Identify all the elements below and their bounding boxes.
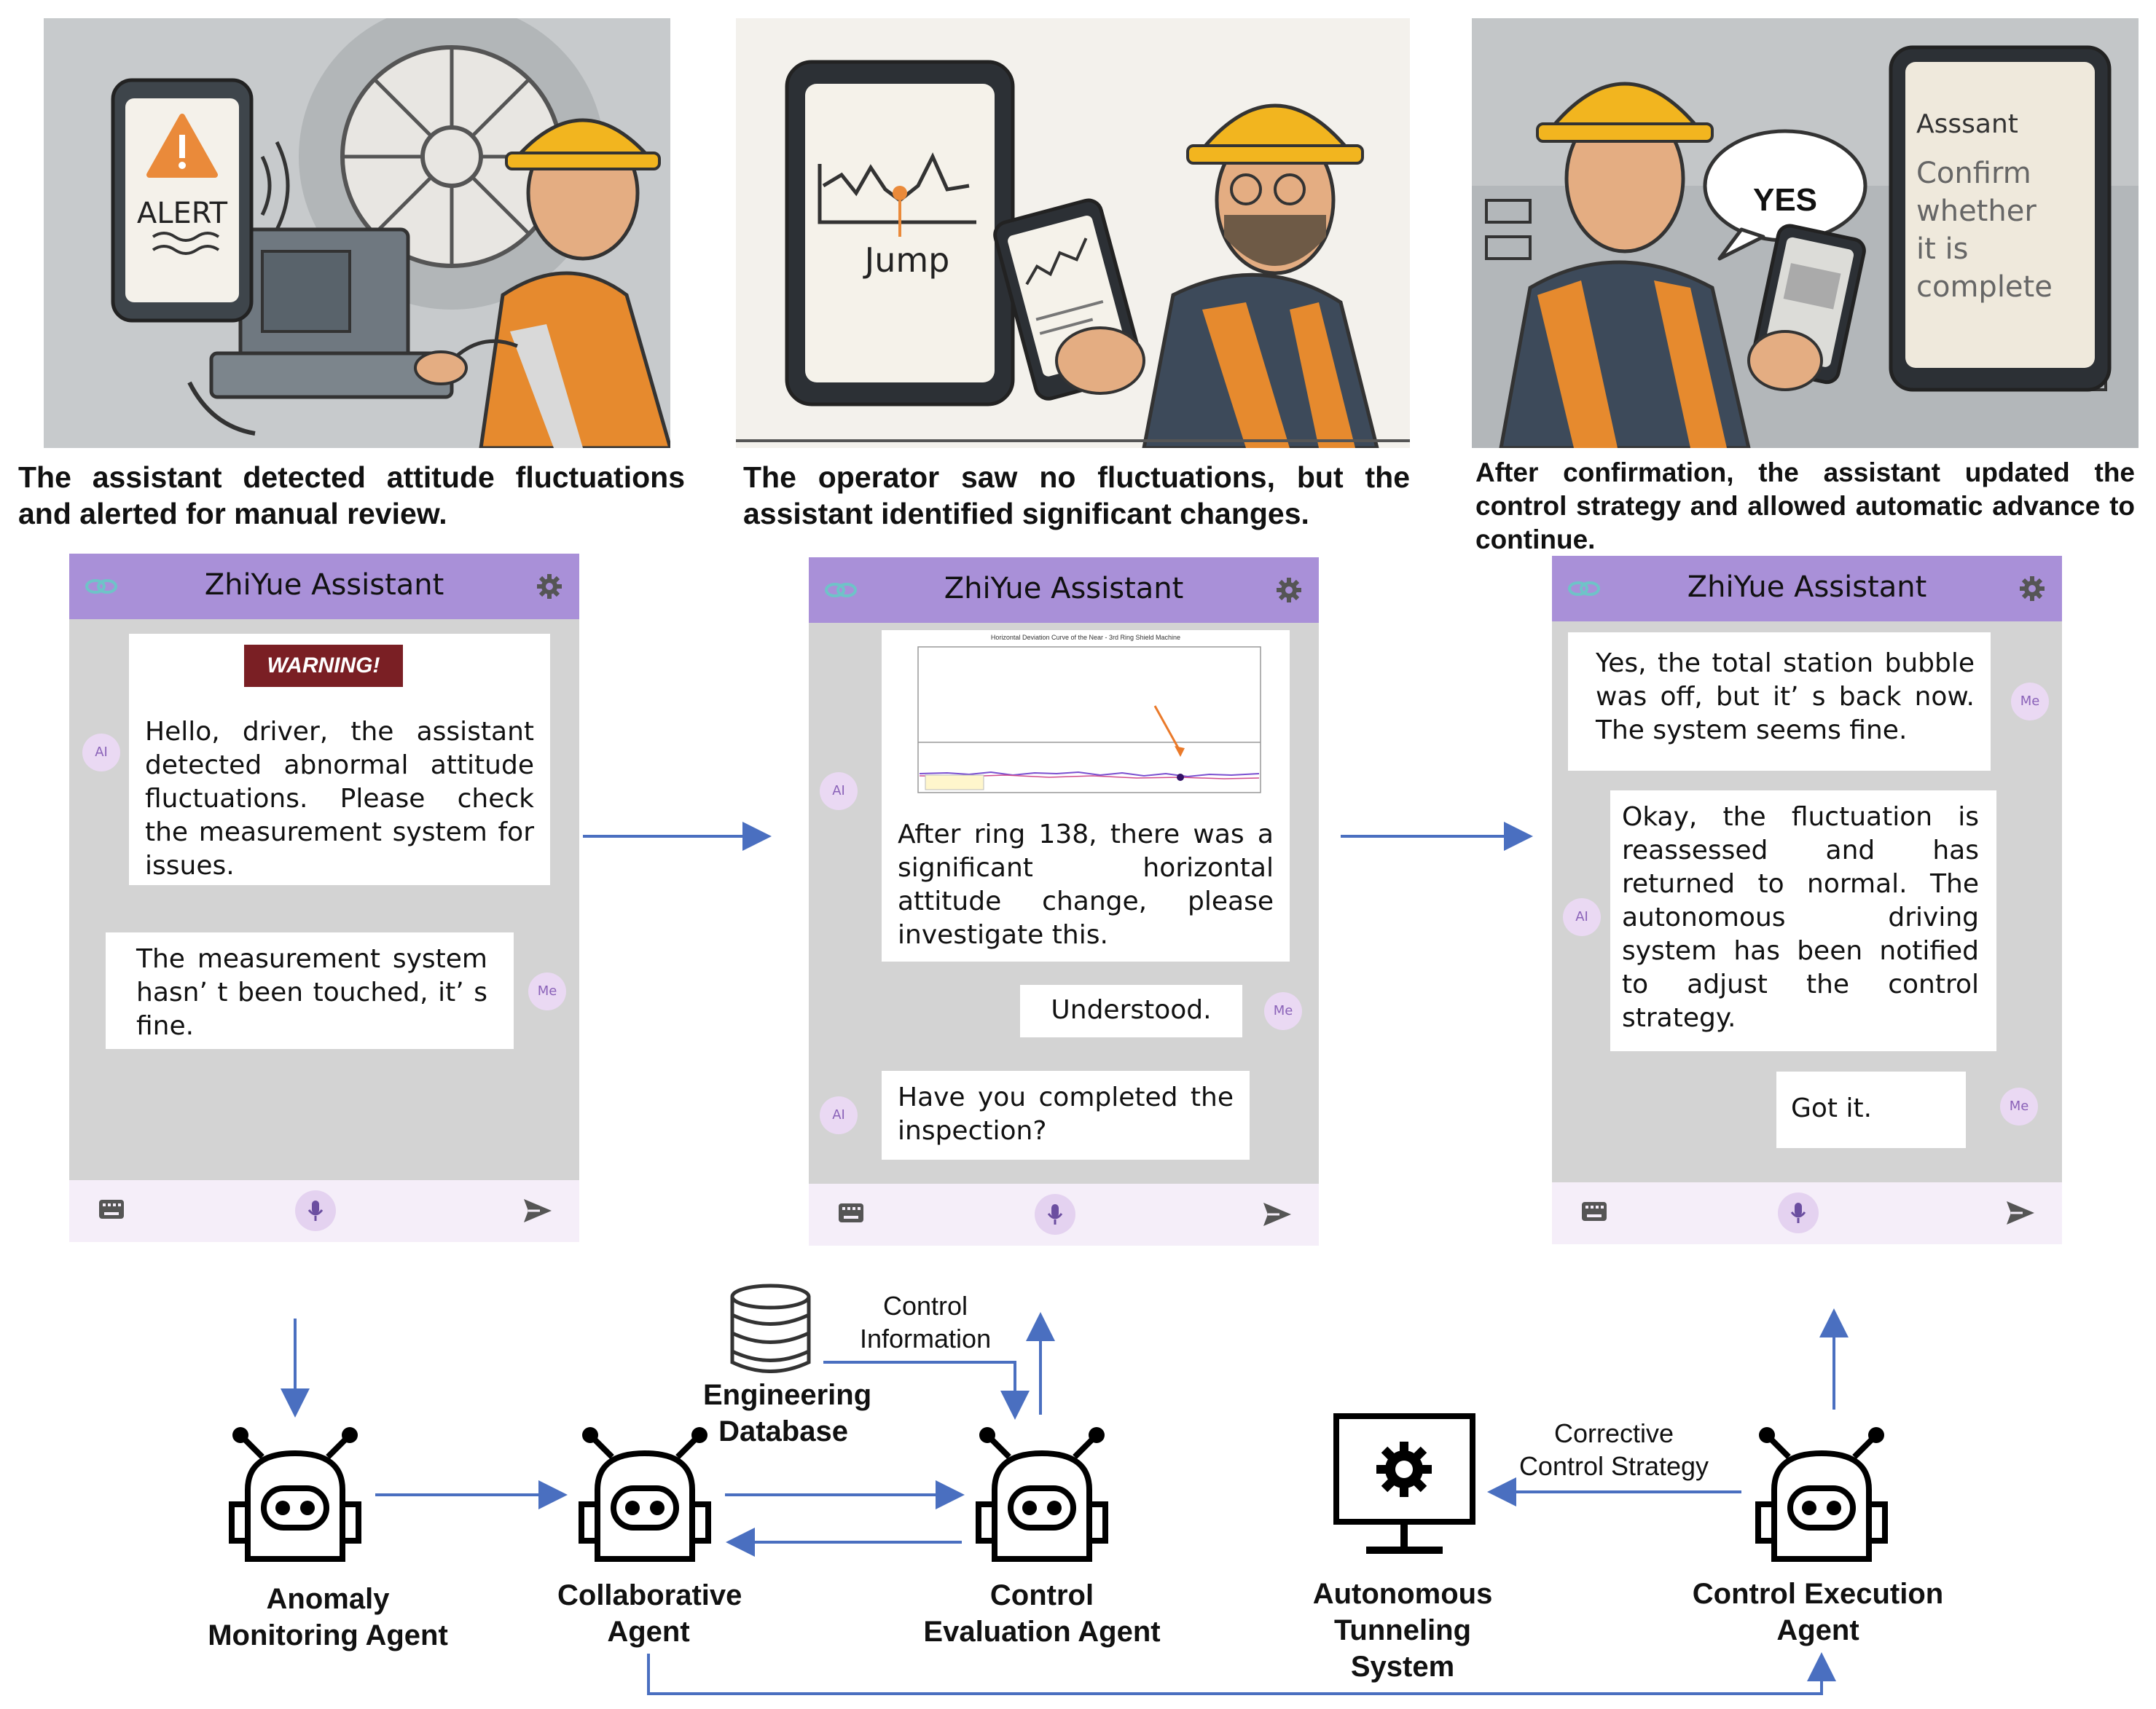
chat-phone-2: ZhiYue Assistant After ring 138, there w… — [809, 557, 1319, 1246]
scene-1-caption: The assistant detected attitude fluctuat… — [18, 460, 685, 530]
message-text: Hello, driver, the assistant detected ab… — [145, 717, 534, 881]
warning-banner: WARNING! — [244, 645, 403, 687]
corrective-strategy-label: Corrective Control Strategy — [1508, 1417, 1720, 1482]
collaborative-agent-label: Collaborative Agent — [525, 1577, 772, 1650]
arrow-collab-to-exec — [647, 1652, 1836, 1695]
chat-header: ZhiYue Assistant — [809, 557, 1319, 623]
message-text: Okay, the fluctuation is reassessed and … — [1622, 802, 1979, 1033]
user-message: Got it. — [1776, 1072, 1966, 1148]
robot-icon-anomaly — [229, 1427, 361, 1562]
mic-button[interactable] — [1778, 1193, 1819, 1233]
evaluation-agent-label: Control Evaluation Agent — [893, 1577, 1191, 1650]
send-icon[interactable] — [522, 1198, 553, 1224]
chat-header: ZhiYue Assistant — [1552, 556, 2062, 621]
message-text: Understood. — [1051, 995, 1212, 1025]
keyboard-icon[interactable] — [98, 1199, 125, 1219]
mic-button[interactable] — [1035, 1194, 1075, 1235]
user-message: Yes, the total station bubble was off, b… — [1568, 632, 1991, 771]
link-icon[interactable] — [1568, 579, 1600, 598]
scene-1-art — [44, 18, 670, 448]
send-icon[interactable] — [2005, 1200, 2036, 1226]
user-message: The measurement system hasn’ t been touc… — [106, 932, 514, 1049]
ai-avatar: AI — [1563, 898, 1601, 936]
robot-icon-execution — [1755, 1427, 1888, 1562]
chart-title: Horizontal Deviation Curve of the Near -… — [990, 634, 1181, 641]
gear-icon[interactable] — [1275, 576, 1303, 604]
collaborative-agent-text: Collaborative Agent — [557, 1579, 742, 1648]
chat-title: ZhiYue Assistant — [1687, 570, 1927, 604]
input-bar — [1552, 1182, 2062, 1244]
scene-2-illustration: Jump — [736, 18, 1410, 448]
monitor-gear-icon — [1333, 1413, 1475, 1554]
execution-agent-text: Control Execution Agent — [1692, 1578, 1944, 1646]
scene-3-caption: After confirmation, the assistant update… — [1475, 457, 2135, 554]
control-information-text: Control Information — [860, 1291, 992, 1354]
me-avatar: Me — [2000, 1088, 2038, 1125]
tunneling-system-text: Autonomous Tunneling System — [1312, 1578, 1493, 1683]
keyboard-icon[interactable] — [838, 1203, 864, 1223]
input-bar — [69, 1180, 579, 1242]
arrow-database-to-eval — [823, 1361, 1030, 1420]
chart-plot — [917, 646, 1261, 793]
chat-phone-1: ZhiYue Assistant Hello, driver, the assi… — [69, 554, 579, 1242]
scene-1-illustration: ALERT — [44, 18, 670, 448]
input-bar — [809, 1184, 1319, 1246]
ai-message: Have you completed the inspection? — [882, 1071, 1250, 1160]
message-text: The measurement system hasn’ t been touc… — [136, 944, 487, 1041]
message-text: Yes, the total station bubble was off, b… — [1596, 648, 1975, 745]
deviation-chart-thumbnail: Horizontal Deviation Curve of the Near -… — [903, 634, 1268, 801]
phone-line-4: complete — [1916, 270, 2053, 304]
tunneling-system-label: Autonomous Tunneling System — [1261, 1576, 1545, 1685]
link-icon[interactable] — [825, 581, 857, 600]
ai-avatar: AI — [82, 734, 120, 771]
alert-text: ALERT — [136, 197, 228, 230]
mic-icon — [307, 1201, 324, 1221]
user-message: Understood. — [1020, 985, 1242, 1037]
me-avatar: Me — [2011, 683, 2049, 720]
chat-header: ZhiYue Assistant — [69, 554, 579, 619]
me-avatar: Me — [528, 973, 566, 1010]
speech-text: YES — [1752, 182, 1818, 218]
robot-icon-evaluation — [976, 1427, 1108, 1562]
database-label: Engineering Database — [681, 1377, 885, 1450]
chat-title: ZhiYue Assistant — [944, 572, 1184, 605]
ai-avatar: AI — [820, 772, 858, 810]
phone-line-2: whether — [1916, 195, 2037, 228]
gear-icon[interactable] — [2018, 575, 2046, 602]
send-icon[interactable] — [1262, 1201, 1293, 1227]
database-icon — [730, 1284, 811, 1373]
me-avatar: Me — [1264, 992, 1302, 1030]
scene-3-illustration: YES Asssant Confirm whether it is comple… — [1472, 18, 2139, 448]
anomaly-agent-text: Anomaly Monitoring Agent — [208, 1583, 448, 1651]
execution-agent-label: Control Execution Agent — [1669, 1576, 1967, 1649]
scene-2-caption: The operator saw no fluctuations, but th… — [743, 460, 1410, 530]
robot-icon-collaborative — [579, 1427, 711, 1562]
message-text: Got it. — [1791, 1093, 1873, 1123]
mic-button[interactable] — [295, 1190, 336, 1231]
anomaly-agent-label: Anomaly Monitoring Agent — [160, 1581, 495, 1654]
evaluation-agent-text: Control Evaluation Agent — [923, 1579, 1161, 1648]
gear-icon[interactable] — [536, 573, 563, 600]
keyboard-icon[interactable] — [1581, 1201, 1607, 1222]
phone-header-text: Asssant — [1916, 109, 2018, 139]
scene-2-art — [736, 18, 1410, 448]
database-text: Engineering Database — [703, 1379, 872, 1447]
ai-message: Okay, the fluctuation is reassessed and … — [1610, 790, 1996, 1051]
control-information-label: Control Information — [845, 1289, 1006, 1355]
chat-title: ZhiYue Assistant — [204, 568, 444, 602]
phone-line-3: it is — [1916, 232, 1969, 266]
warning-label: WARNING! — [267, 653, 380, 677]
message-text: Have you completed the inspection? — [898, 1083, 1234, 1146]
scene-3-art — [1472, 18, 2139, 448]
ai-avatar: AI — [820, 1096, 858, 1134]
link-icon[interactable] — [85, 577, 117, 596]
mic-icon — [1790, 1203, 1806, 1223]
corrective-strategy-text: Corrective Control Strategy — [1518, 1418, 1709, 1481]
jump-text: Jump — [864, 240, 950, 280]
phone-line-1: Confirm — [1916, 157, 2031, 190]
chat-phone-3: ZhiYue Assistant Yes, the total station … — [1552, 556, 2062, 1244]
mic-icon — [1047, 1204, 1063, 1225]
message-text: After ring 138, there was a significant … — [898, 820, 1274, 950]
